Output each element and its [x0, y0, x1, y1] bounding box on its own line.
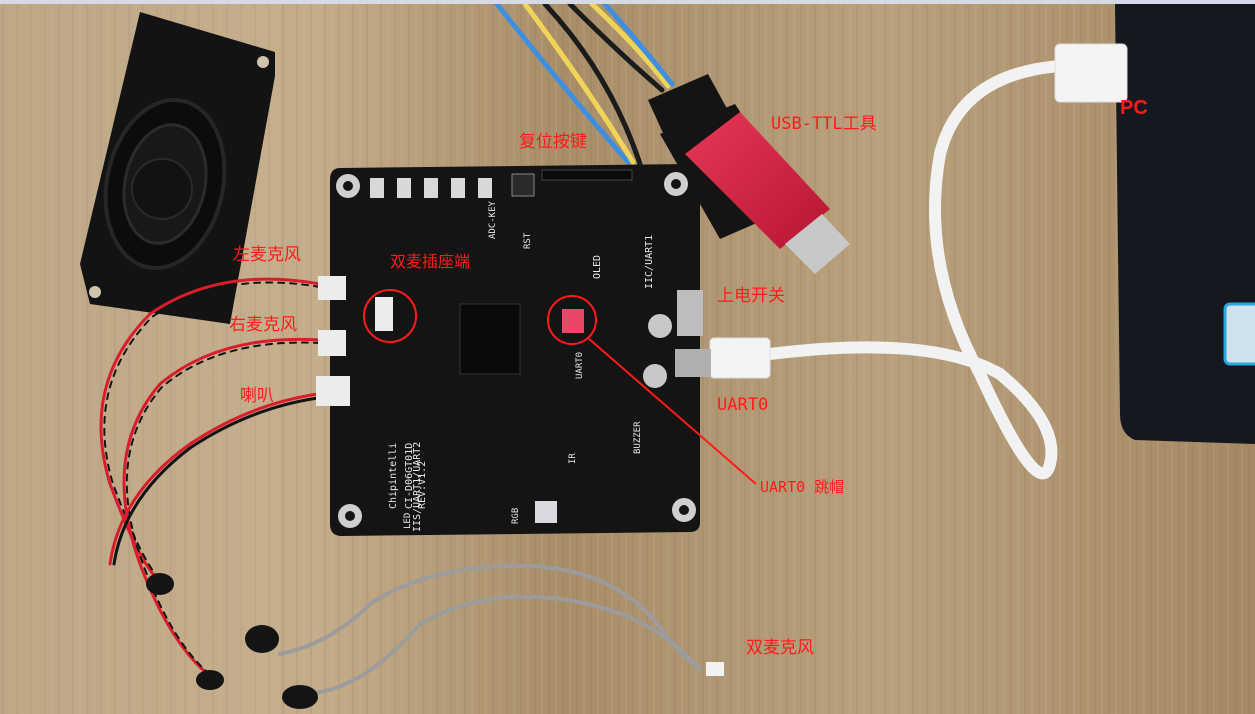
silk-buzzer: BUZZER [633, 421, 643, 454]
silk-oled: OLED [592, 255, 603, 279]
silk-iic-uart1: IIC/UART1 [644, 235, 655, 289]
jumper-wires [494, 4, 675, 167]
uart0-jumper-highlight [547, 295, 597, 345]
dual-mic-capsule-2 [282, 685, 318, 709]
mic-right-capsule [196, 670, 224, 690]
usb-cable [709, 43, 1128, 480]
dual-mic-connector [706, 662, 724, 676]
intel-sticker [1223, 302, 1255, 366]
usb-ttl-tool [648, 74, 850, 274]
silk-iis-uart: IIS/UART1/UART2 [412, 442, 423, 532]
label-power-switch: 上电开关 [717, 286, 785, 306]
laptop [1115, 4, 1255, 444]
label-uart0: UART0 [717, 395, 769, 415]
photo-illustration: Chipintelli CI-D06GT01D REV:V1.2 ADC-KEY… [0, 4, 1255, 714]
photo-scene: Chipintelli CI-D06GT01D REV:V1.2 ADC-KEY… [0, 4, 1255, 714]
label-reset-button: 复位按键 [519, 132, 587, 152]
label-pc: PC [1120, 97, 1148, 119]
silk-ir: IR [568, 453, 578, 464]
silk-led: LED [403, 513, 413, 529]
top-border [0, 0, 1255, 4]
silk-uart0: UART0 [575, 352, 585, 379]
dual-mic-socket-highlight [363, 289, 417, 343]
uart0-jumper-pointer [587, 337, 757, 485]
label-left-mic: 左麦克风 [233, 245, 301, 265]
label-speaker: 喇叭 [240, 386, 274, 406]
label-right-mic: 右麦克风 [229, 315, 297, 335]
label-dual-mic: 双麦克风 [746, 638, 814, 658]
mic-wires [99, 277, 322, 678]
label-usb-ttl-tool: USB-TTL工具 [771, 114, 877, 134]
silk-revision: REV:V1.2 [417, 461, 428, 509]
label-uart0-jumper: UART0 跳帽 [760, 478, 845, 496]
dual-mic-cable [278, 563, 702, 696]
silk-rst: RST [523, 232, 533, 249]
dev-board: Chipintelli CI-D06GT01D REV:V1.2 ADC-KEY… [316, 164, 711, 536]
dual-mic-capsule-1 [245, 625, 279, 653]
silk-model: CI-D06GT01D [404, 443, 415, 509]
silk-brand: Chipintelli [388, 443, 399, 509]
label-dual-mic-socket: 双麦插座端 [390, 252, 471, 271]
silk-adc-key: ADC-KEY [488, 200, 498, 239]
silk-rgb: RGB [511, 508, 521, 524]
mic-left-capsule [146, 573, 174, 595]
speaker [80, 12, 275, 324]
